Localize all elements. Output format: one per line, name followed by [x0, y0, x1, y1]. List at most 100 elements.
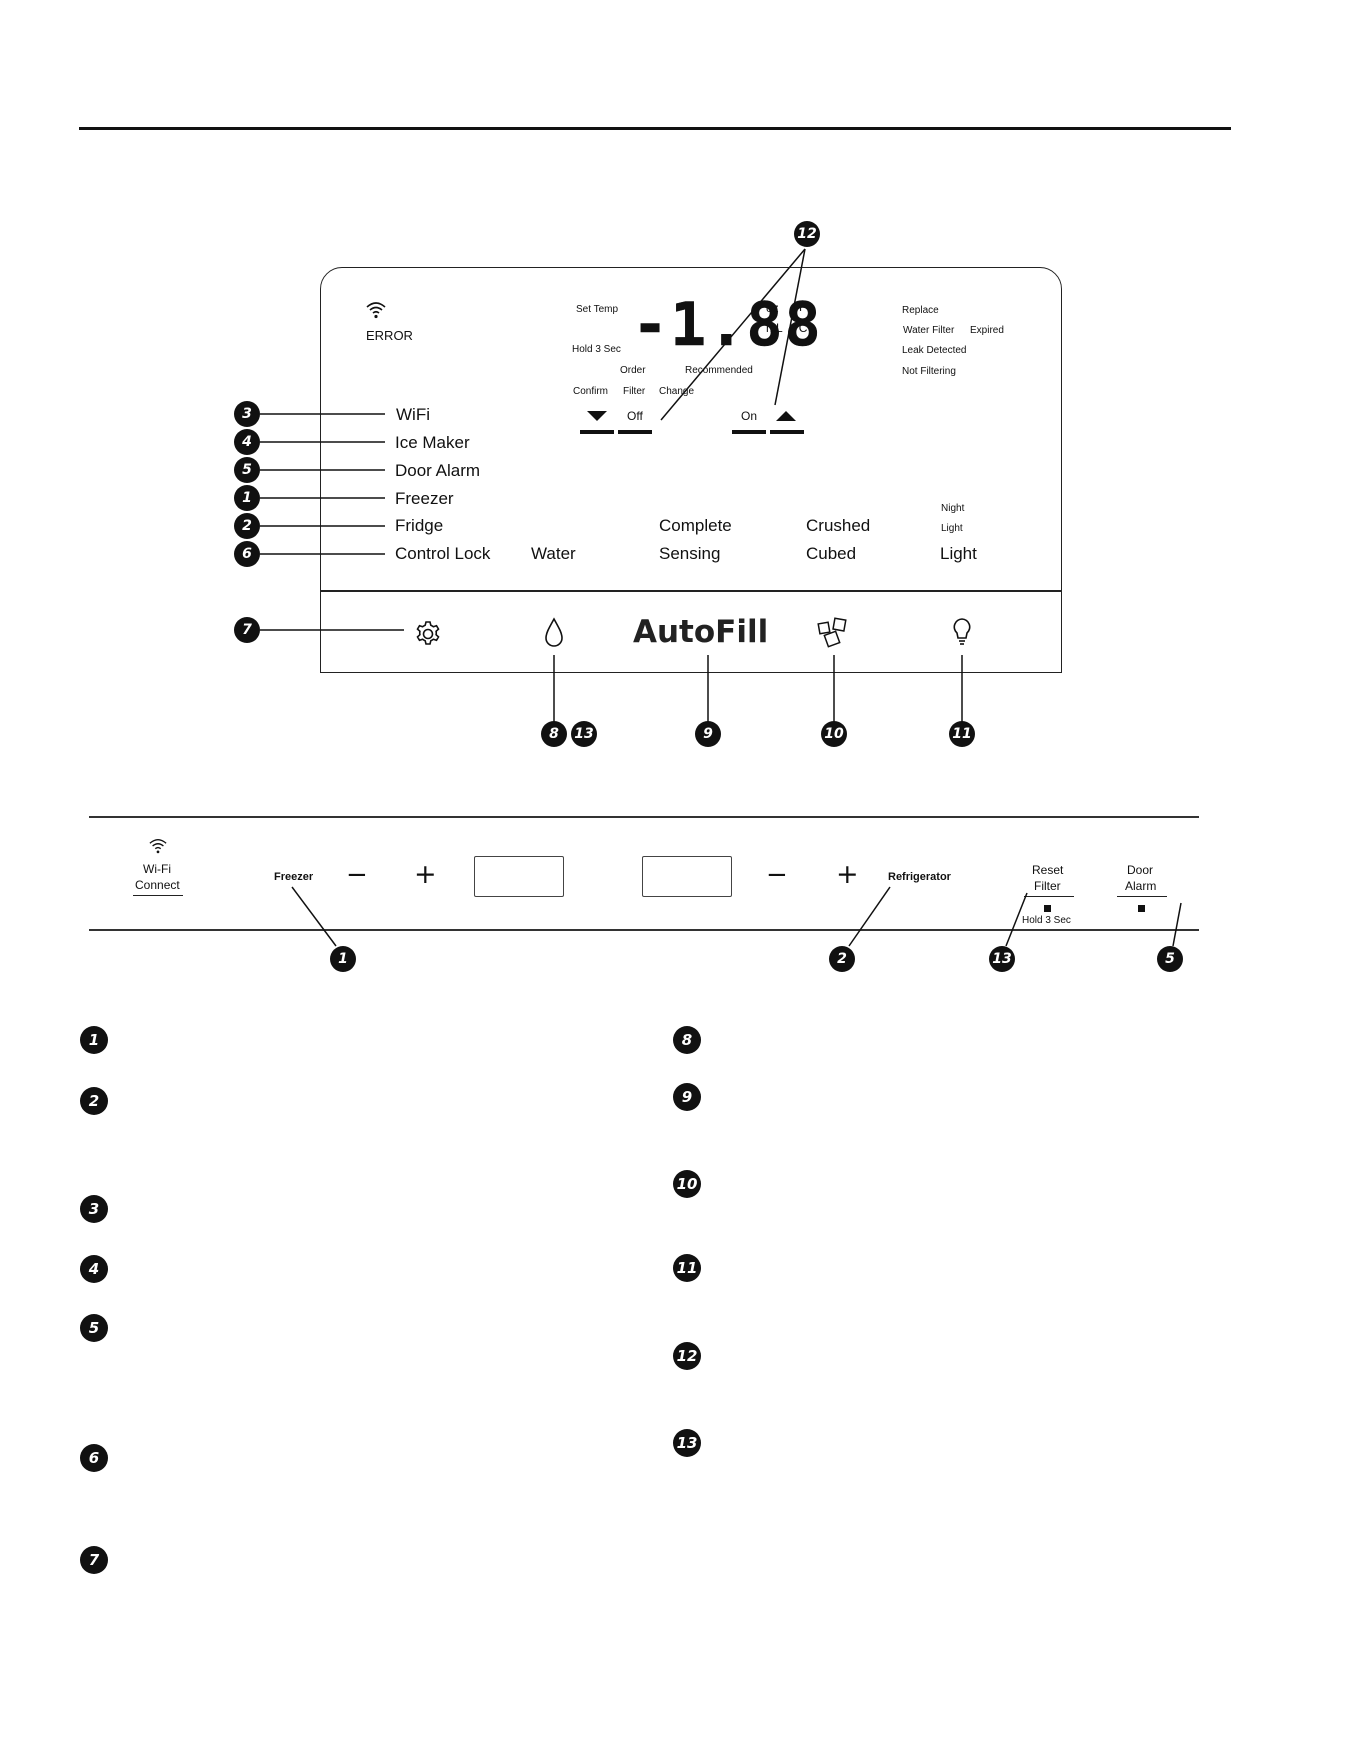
refrigerator-lower-label: Refrigerator — [888, 871, 951, 883]
set-temp-label: Set Temp — [576, 304, 619, 315]
unit-ml: mL — [766, 321, 783, 335]
on-button-bar — [732, 430, 766, 434]
autofill-button[interactable]: AutoFill — [633, 614, 769, 650]
legend-badge-12: 12 — [673, 1342, 701, 1370]
callout-5: 5 — [234, 457, 260, 483]
on-label: On — [741, 409, 758, 423]
error-label: ERROR — [366, 328, 413, 343]
callout-3: 3 — [234, 401, 260, 427]
not-filtering-label: Not Filtering — [902, 366, 956, 377]
ice-maker-label: Ice Maker — [395, 433, 470, 452]
leader-lower-1 — [291, 886, 337, 947]
top-rule — [79, 127, 1231, 130]
fridge-minus-button[interactable]: − — [766, 860, 788, 890]
reset-hold-3-sec-label: Hold 3 Sec — [1022, 915, 1071, 926]
leader-lower-13 — [1005, 892, 1028, 947]
callout-6: 6 — [234, 541, 260, 567]
leak-detected-label: Leak Detected — [902, 345, 967, 356]
callout-12: 12 — [794, 221, 820, 247]
down-button-bar — [580, 430, 614, 434]
callout-lower-13: 13 — [989, 946, 1015, 972]
lower-panel-top-rule — [89, 816, 1199, 818]
legend-badge-13: 13 — [673, 1429, 701, 1457]
down-arrow-icon — [587, 411, 607, 421]
wifi-connect-underline — [133, 895, 183, 897]
gear-icon[interactable] — [413, 619, 443, 649]
leader-lower-5 — [1172, 902, 1182, 947]
leader-lower-2 — [848, 886, 891, 947]
water-filter-label: Water Filter — [903, 325, 955, 336]
wifi-connect-label-1[interactable]: Wi-Fi — [143, 862, 171, 876]
callout-9: 9 — [695, 721, 721, 747]
up-arrow-icon — [776, 411, 796, 421]
callout-13: 13 — [571, 721, 597, 747]
callout-8: 8 — [541, 721, 567, 747]
light-bulb-icon[interactable] — [951, 617, 973, 649]
fridge-display-box — [642, 856, 732, 897]
reset-filter-label-1[interactable]: Reset — [1032, 863, 1064, 877]
control-lock-label: Control Lock — [395, 544, 491, 563]
water-label: Water — [531, 544, 576, 563]
off-label: Off — [627, 409, 643, 423]
fridge-label: Fridge — [395, 516, 444, 535]
up-button-bar — [770, 430, 804, 434]
complete-label: Complete — [659, 516, 732, 535]
legend-badge-3: 3 — [80, 1195, 108, 1223]
legend-badge-9: 9 — [673, 1083, 701, 1111]
callout-4: 4 — [234, 429, 260, 455]
callout-7: 7 — [234, 617, 260, 643]
legend-badge-5: 5 — [80, 1314, 108, 1342]
unit-f: F — [799, 300, 807, 314]
legend-badge-10: 10 — [673, 1170, 701, 1198]
expired-label: Expired — [970, 325, 1004, 336]
confirm-label: Confirm — [573, 386, 609, 397]
water-drop-icon[interactable] — [543, 617, 565, 649]
cubed-label: Cubed — [806, 544, 857, 563]
freezer-minus-button[interactable]: − — [346, 860, 368, 890]
legend-badge-8: 8 — [673, 1026, 701, 1054]
legend-badge-7: 7 — [80, 1546, 108, 1574]
order-label: Order — [620, 365, 646, 376]
freezer-lower-label: Freezer — [274, 871, 314, 883]
off-button-bar — [618, 430, 652, 434]
wifi-connect-label-2[interactable]: Connect — [135, 878, 180, 892]
reset-filter-underline — [1024, 896, 1074, 898]
wifi-label: WiFi — [396, 405, 430, 424]
legend-badge-4: 4 — [80, 1255, 108, 1283]
leader-12a — [660, 248, 806, 421]
night-label: Night — [941, 503, 965, 514]
display-panel-divider — [320, 590, 1062, 592]
callout-lower-1: 1 — [330, 946, 356, 972]
light-label: Light — [940, 544, 977, 563]
filter-label: Filter — [623, 386, 646, 397]
legend-badge-6: 6 — [80, 1444, 108, 1472]
reset-filter-indicator — [1044, 905, 1051, 912]
callout-11: 11 — [949, 721, 975, 747]
door-alarm-lower-label-2[interactable]: Alarm — [1125, 879, 1157, 893]
fridge-plus-button[interactable]: + — [836, 859, 859, 890]
sensing-label: Sensing — [659, 544, 721, 563]
hold-3-sec-label: Hold 3 Sec — [572, 344, 621, 355]
door-alarm-underline — [1117, 896, 1167, 898]
replace-label: Replace — [902, 305, 939, 316]
door-alarm-label: Door Alarm — [395, 461, 481, 480]
legend-badge-11: 11 — [673, 1254, 701, 1282]
change-label: Change — [659, 386, 695, 397]
wifi-connect-icon — [149, 839, 167, 854]
door-alarm-indicator — [1138, 905, 1145, 912]
callout-2: 2 — [234, 513, 260, 539]
callout-1: 1 — [234, 485, 260, 511]
reset-filter-label-2[interactable]: Filter — [1034, 879, 1061, 893]
legend-badge-2: 2 — [80, 1087, 108, 1115]
leader-12b — [774, 248, 806, 406]
freezer-plus-button[interactable]: + — [414, 859, 437, 890]
ice-cubes-icon[interactable] — [817, 617, 849, 649]
temperature-readout: -1.88 — [632, 290, 823, 361]
wifi-icon — [366, 302, 386, 319]
lower-panel-bottom-rule — [89, 929, 1199, 931]
door-alarm-lower-label-1[interactable]: Door — [1127, 863, 1154, 877]
legend-badge-1: 1 — [80, 1026, 108, 1054]
callout-lower-2: 2 — [829, 946, 855, 972]
freezer-display-box — [474, 856, 564, 897]
